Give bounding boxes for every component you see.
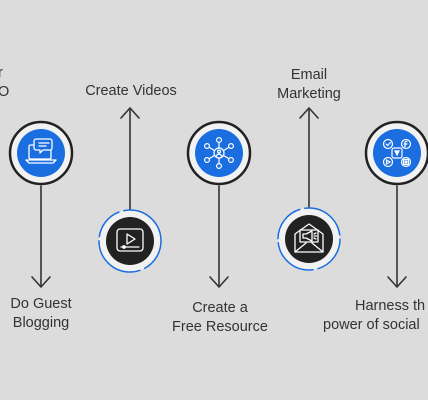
label-resource-line-2: Free Resource — [172, 319, 268, 335]
network-hub-icon — [204, 137, 235, 170]
arrowhead-down-resource — [209, 276, 229, 288]
label-guest-line-1: Do Guest — [10, 296, 72, 312]
label-resource-line-1: Create a — [192, 300, 248, 316]
label-social-line-2: power of social — [323, 317, 420, 333]
label-free-resource: Create a Free Resource — [160, 299, 280, 337]
step-circle-guest — [8, 120, 74, 186]
label-seo: r O — [0, 64, 9, 102]
envelope-megaphone-icon — [294, 223, 324, 253]
label-create-videos: Create Videos — [75, 82, 187, 101]
video-player-icon — [116, 228, 144, 252]
laptop-chat-icon — [25, 138, 57, 164]
label-email-line-1: Email — [290, 67, 328, 83]
arrowhead-down-social — [387, 276, 407, 288]
label-seo-line-2: O — [0, 84, 10, 100]
social-media-icon — [382, 138, 412, 168]
label-guest-blogging: Do Guest Blogging — [3, 295, 79, 333]
label-guest-line-2: Blogging — [12, 315, 70, 331]
label-videos-line-1: Create Videos — [85, 83, 177, 99]
step-circle-social — [364, 120, 428, 186]
label-email-marketing: Email Marketing — [266, 66, 352, 104]
arrowhead-up-email — [299, 107, 319, 119]
label-social: Harness th power of social — [323, 297, 425, 335]
label-social-line-1: Harness th — [355, 298, 426, 314]
step-circle-resource — [186, 120, 252, 186]
step-circle-email — [277, 207, 341, 271]
label-seo-line-1: r — [0, 65, 3, 81]
arrowhead-down-guest — [31, 276, 51, 288]
arrowhead-up-videos — [120, 107, 140, 119]
step-circle-videos — [98, 209, 162, 273]
label-email-line-2: Marketing — [277, 86, 341, 102]
